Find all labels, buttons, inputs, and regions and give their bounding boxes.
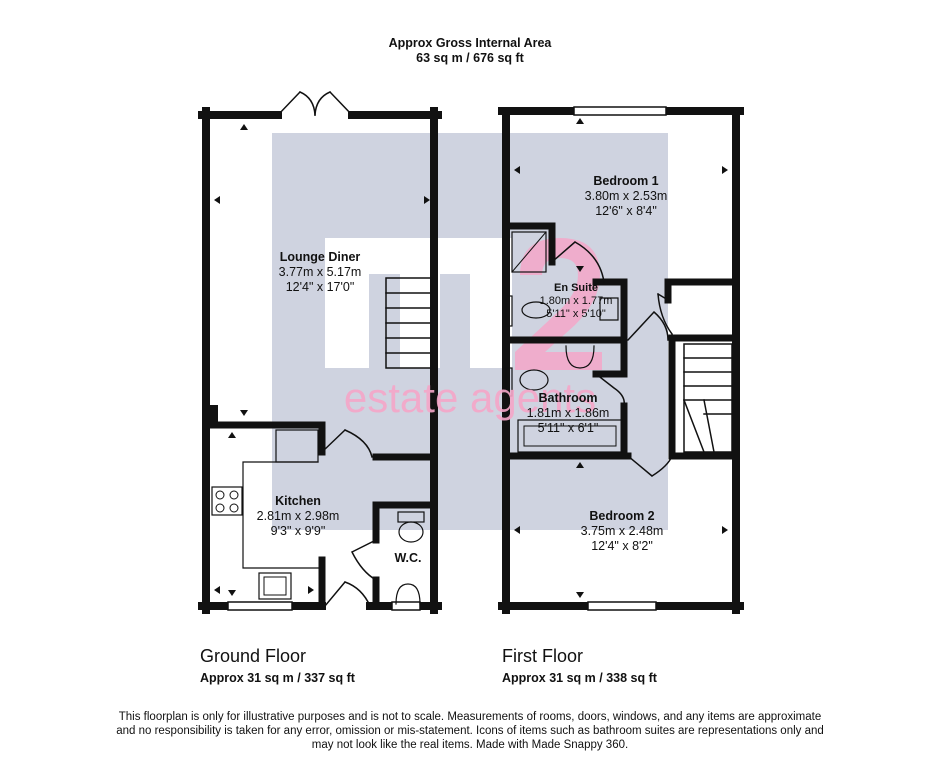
first-floor-plan xyxy=(498,106,744,614)
room-name: Bathroom xyxy=(538,391,598,405)
floor-area: Approx 31 sq m / 337 sq ft xyxy=(200,671,355,685)
disclaimer: This floorplan is only for illustrative … xyxy=(90,710,850,752)
room-bathroom: Bathroom 1.81m x 1.86m 5'11" x 6'1" xyxy=(508,391,628,436)
watermark-text: estate agents xyxy=(344,374,596,421)
room-name: Bedroom 1 xyxy=(593,174,659,188)
room-name: Kitchen xyxy=(275,494,321,508)
watermark-m-glyph xyxy=(325,238,512,368)
room-bedroom-2: Bedroom 2 3.75m x 2.48m 12'4" x 8'2" xyxy=(552,509,692,554)
gross-area-title: Approx Gross Internal Area xyxy=(388,36,552,50)
room-metric: 1.80m x 1.77m xyxy=(539,295,613,307)
first-floor-caption: First Floor Approx 31 sq m / 338 sq ft xyxy=(502,646,657,685)
room-imperial: 9'3" x 9'9" xyxy=(270,524,326,538)
dimension-arrows xyxy=(214,118,728,598)
gross-area-heading: Approx Gross Internal Area 63 sq m / 676… xyxy=(320,36,620,66)
room-metric: 1.81m x 1.86m xyxy=(526,406,610,420)
room-imperial: 5'11" x 6'1" xyxy=(537,421,599,435)
disclaimer-line: may not look like the real items. Made w… xyxy=(311,739,629,751)
room-wc: W.C. xyxy=(378,551,438,566)
room-metric: 3.77m x 5.17m xyxy=(278,265,362,279)
disclaimer-line: This floorplan is only for illustrative … xyxy=(118,711,822,723)
room-name: En Suite xyxy=(553,282,598,294)
room-metric: 3.80m x 2.53m xyxy=(584,189,668,203)
room-en-suite: En Suite 1.80m x 1.77m 5'11" x 5'10" xyxy=(516,282,636,321)
room-metric: 3.75m x 2.48m xyxy=(580,524,664,538)
room-imperial: 5'11" x 5'10" xyxy=(546,308,606,320)
room-imperial: 12'6" x 8'4" xyxy=(595,204,657,218)
floor-name: First Floor xyxy=(502,646,583,666)
room-metric: 2.81m x 2.98m xyxy=(256,509,340,523)
room-lounge-diner: Lounge Diner 3.77m x 5.17m 12'4" x 17'0" xyxy=(250,250,390,295)
room-name: Bedroom 2 xyxy=(589,509,655,523)
floor-name: Ground Floor xyxy=(200,646,307,666)
room-name: Lounge Diner xyxy=(279,250,361,264)
ground-floor-caption: Ground Floor Approx 31 sq m / 337 sq ft xyxy=(200,646,355,685)
gross-area-value: 63 sq m / 676 sq ft xyxy=(416,51,524,65)
room-imperial: 12'4" x 8'2" xyxy=(591,539,653,553)
floor-area: Approx 31 sq m / 338 sq ft xyxy=(502,671,657,685)
room-imperial: 12'4" x 17'0" xyxy=(285,280,355,294)
room-kitchen: Kitchen 2.81m x 2.98m 9'3" x 9'9" xyxy=(228,494,368,539)
ground-floor-plan xyxy=(198,90,442,614)
room-name: W.C. xyxy=(394,551,422,565)
disclaimer-line: and no responsibility is taken for any e… xyxy=(116,725,824,737)
room-bedroom-1: Bedroom 1 3.80m x 2.53m 12'6" x 8'4" xyxy=(556,174,696,219)
